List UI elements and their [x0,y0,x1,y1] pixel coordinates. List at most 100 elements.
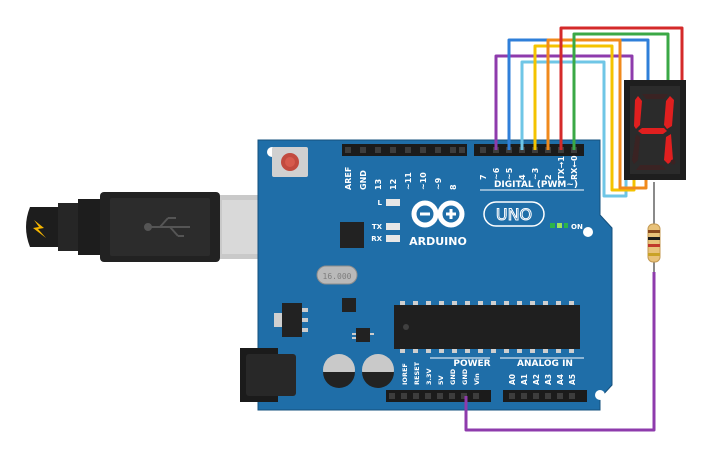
crystal-oscillator: 16.000 [316,265,358,285]
segment-g [638,128,667,134]
chip-pin [478,301,483,305]
header-pin[interactable] [375,147,381,153]
chip-pin [478,349,483,353]
voltage-regulator [274,303,308,337]
jumper-wire[interactable] [559,26,684,150]
chip-pin [491,301,496,305]
pin-label: TX→1 [557,156,566,180]
segment-b [664,96,674,129]
header-pin[interactable] [425,393,431,399]
header-pin[interactable] [401,393,407,399]
lightning-icon [33,220,46,238]
jumper-wire[interactable] [520,60,628,198]
header-pin[interactable] [461,393,467,399]
chip-pin [530,349,535,353]
header-pin[interactable] [449,393,455,399]
header-pin[interactable] [435,147,441,153]
header-pin[interactable] [437,393,443,399]
chip-pin [426,349,431,353]
header-pin[interactable] [345,147,351,153]
crystal-label: 16.000 [323,272,352,281]
chip-pin [452,349,457,353]
usb-icon [144,217,190,237]
header-pin[interactable] [509,393,515,399]
header-pin[interactable] [473,393,479,399]
chip-pin [413,301,418,305]
chip-pin [452,301,457,305]
mounting-hole [595,390,605,400]
pin-label: GND [359,170,368,190]
jumper-wire[interactable] [546,38,648,190]
jumper-wire[interactable] [572,32,670,150]
chip-pin [504,301,509,305]
digital-header-right[interactable] [474,144,584,156]
uno-badge: UNO [483,201,545,227]
capacitor [362,354,394,388]
pin-label: A4 [556,374,565,385]
power-led: ON [550,223,583,231]
header-pin[interactable] [390,147,396,153]
arduino-uno-board[interactable]: 16.000 L TX RX ARDUINO UNO [240,139,613,411]
seven-segment-display[interactable]: 4 [624,80,686,180]
smd-chip [342,298,356,312]
chip-pin [465,301,470,305]
pin-label: ~10 [419,172,428,190]
pin-label: AREF [344,167,353,190]
reset-button[interactable] [272,147,308,177]
jumper-wires[interactable] [464,26,684,432]
on-label: ON [571,223,583,231]
header-pin[interactable] [545,393,551,399]
header-pin[interactable] [413,393,419,399]
header-pin[interactable] [480,147,486,153]
usb-cable[interactable] [26,192,265,262]
header-pin[interactable] [533,393,539,399]
chip-pin [400,349,405,353]
analog-header-label: ANALOG IN [517,359,573,369]
led-l-label: L [378,199,383,207]
header-pin[interactable] [521,393,527,399]
chip-pin [543,301,548,305]
pin-label: A0 [508,374,517,385]
pin-label: ~6 [492,167,501,180]
header-pin[interactable] [557,393,563,399]
chip-pin [439,301,444,305]
chip-pin [556,301,561,305]
pin-label: 2 [544,174,553,180]
display-segments [632,94,674,170]
header-pin[interactable] [420,147,426,153]
header-pin[interactable] [450,147,456,153]
decimal-point [670,159,676,165]
pin-label: 4 [518,174,527,180]
chip-pin [426,301,431,305]
pin-label: GND [461,368,469,385]
capacitor [323,354,355,388]
header-pin[interactable] [569,393,575,399]
jumper-wire[interactable] [464,272,656,432]
mounting-hole [583,227,593,237]
chip-pin [400,301,405,305]
jumper-wire[interactable] [494,54,634,150]
onboard-leds: L TX RX [371,199,400,243]
arduino-logo: ARDUINO [409,200,467,248]
pin-label: A3 [544,374,553,385]
header-pin[interactable] [459,147,465,153]
chip-pin [504,349,509,353]
header-pin[interactable] [360,147,366,153]
header-pin[interactable] [389,393,395,399]
pin-label: 13 [374,179,383,190]
resistor[interactable] [647,182,661,272]
pin-label: 3.3V [425,368,433,385]
pin-label: ~5 [505,167,514,180]
chip-pin [569,301,574,305]
power-jack[interactable] [240,348,296,402]
header-pin[interactable] [405,147,411,153]
chip-pin [465,349,470,353]
chip-pin [517,301,522,305]
arduino-logo-text: ARDUINO [409,235,467,248]
led-rx-label: RX [371,235,382,243]
pin-label: RESET [413,361,421,385]
chip-pin [439,349,444,353]
